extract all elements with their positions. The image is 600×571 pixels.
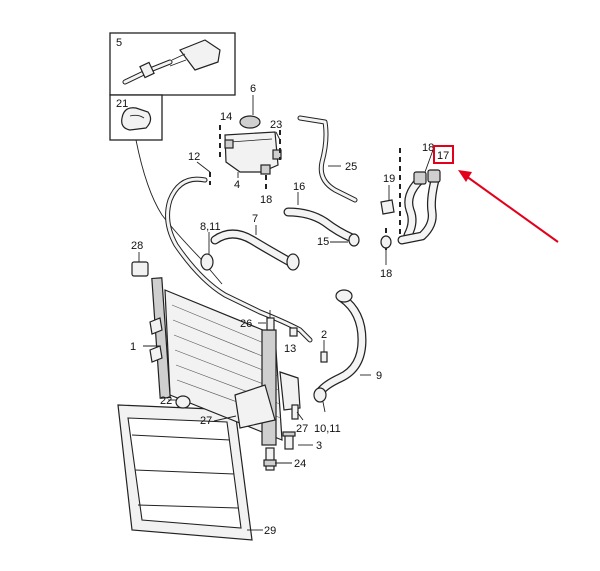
connector-part — [122, 39, 221, 85]
callout-9: 9 — [376, 370, 382, 382]
callout-3: 3 — [316, 440, 322, 452]
callout-27-left: 27 — [200, 415, 212, 427]
radiator — [149, 277, 301, 446]
pipe-12 — [165, 176, 313, 343]
callout-12: 12 — [188, 151, 200, 163]
callout-15: 15 — [317, 236, 329, 248]
pipe-25 — [297, 115, 358, 203]
hose-9 — [315, 289, 367, 397]
bolt-27 — [291, 404, 299, 420]
callout-10-11: 10,11 — [314, 423, 341, 435]
part-2 — [320, 351, 328, 363]
clamp-10-11 — [313, 387, 327, 403]
callout-24: 24 — [294, 458, 306, 470]
bolt-3 — [282, 431, 296, 450]
expansion-tank — [224, 131, 282, 175]
highlight-box — [433, 145, 454, 164]
hose-16 — [283, 207, 357, 243]
callout-5: 5 — [116, 37, 122, 49]
radiator-frame — [117, 404, 253, 541]
callout-29: 29 — [264, 525, 276, 537]
bolt-13 — [289, 327, 298, 337]
callout-21: 21 — [116, 98, 128, 110]
part-22 — [175, 395, 191, 409]
callout-18-top: 18 — [422, 142, 434, 154]
callout-16: 16 — [293, 181, 305, 193]
callout-26: 26 — [240, 318, 252, 330]
callout-25: 25 — [345, 161, 357, 173]
callout-18-right: 18 — [380, 268, 392, 280]
clamp-18-right — [380, 235, 392, 249]
callout-17: 17 — [437, 150, 449, 162]
callout-23: 23 — [270, 119, 282, 131]
callout-27-right: 27 — [296, 423, 308, 435]
highlight-arrow — [458, 170, 559, 243]
inset-box-connector — [109, 32, 236, 96]
callout-18-mid: 18 — [260, 194, 272, 206]
callout-13: 13 — [284, 343, 296, 355]
clip-part — [121, 107, 152, 131]
clamp-19 — [380, 199, 395, 215]
callout-7: 7 — [252, 213, 258, 225]
hose-7 — [210, 229, 300, 271]
leader-lines — [138, 95, 434, 531]
clamp-15 — [348, 233, 360, 247]
hose-17 — [397, 169, 441, 245]
clamp-8-11 — [200, 253, 214, 271]
sensor-24 — [263, 447, 277, 471]
callout-1: 1 — [130, 341, 136, 353]
callout-labels: 5 21 6 14 23 12 4 18 16 25 18 17 19 7 8,… — [116, 37, 449, 537]
callout-22: 22 — [160, 395, 172, 407]
bolt-26 — [266, 310, 275, 331]
callout-4: 4 — [234, 179, 240, 191]
callout-8-11: 8,11 — [200, 221, 221, 233]
callout-19: 19 — [383, 173, 395, 185]
cap — [239, 115, 261, 129]
callout-14: 14 — [220, 111, 232, 123]
part-28 — [131, 261, 149, 277]
callout-2: 2 — [321, 329, 327, 341]
callout-28: 28 — [131, 240, 143, 252]
callout-6: 6 — [250, 83, 256, 95]
